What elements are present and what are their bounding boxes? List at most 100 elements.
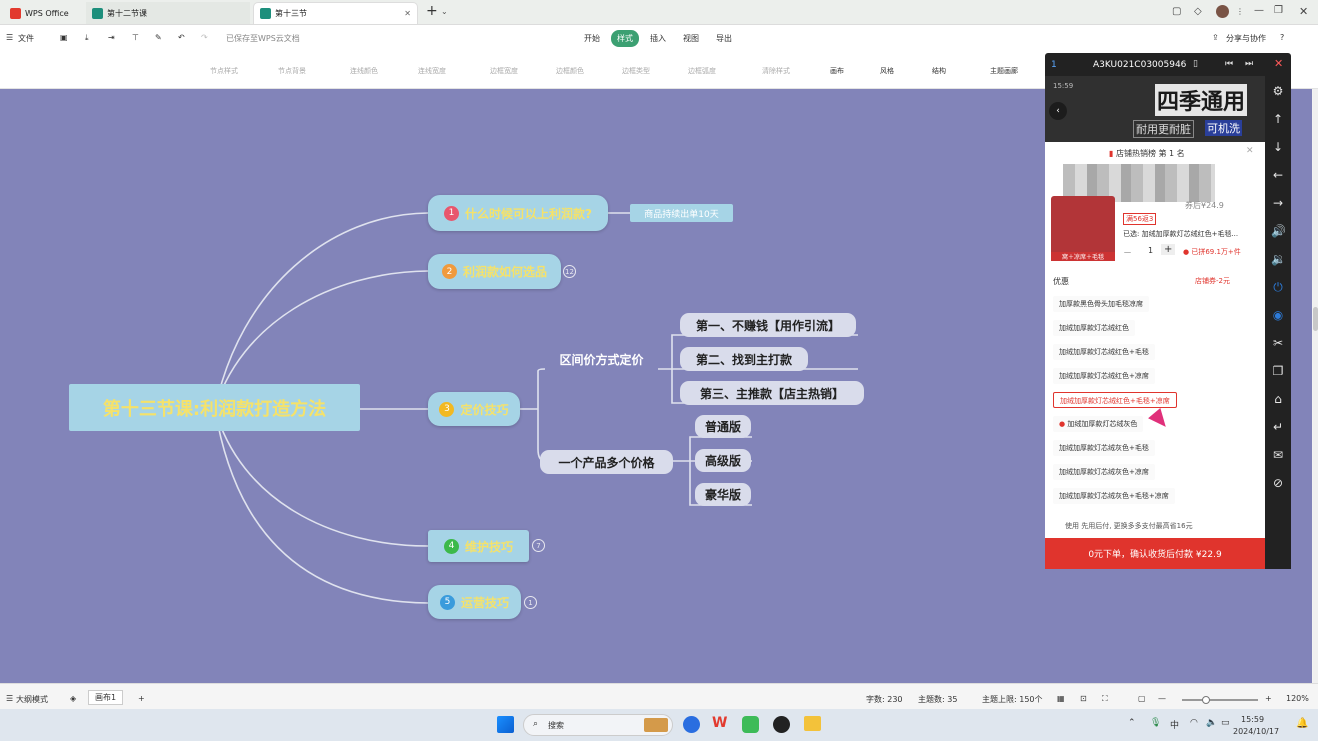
close-tab-icon[interactable]: ✕ — [404, 9, 411, 18]
save-icon[interactable]: ▣ — [60, 33, 68, 42]
arrow-left-icon[interactable]: ← — [1272, 168, 1284, 182]
layers-icon[interactable]: ◈ — [70, 694, 77, 703]
close-panel-icon[interactable]: ✕ — [1274, 57, 1284, 70]
thumbnail-icon[interactable]: ▦ — [1057, 694, 1065, 703]
tab-lesson-12[interactable]: 第十二节课 — [86, 2, 250, 24]
hamburger-icon[interactable]: ☰ — [6, 33, 14, 42]
pay-later-note[interactable]: 使用 先用后付, 更换多多支付最高省16元 — [1065, 522, 1193, 530]
fit-icon[interactable]: ⊡ — [1080, 694, 1087, 703]
branch-node-pricing[interactable]: 3 定价技巧 — [428, 392, 520, 426]
sku-option[interactable]: 加绒加厚款灯芯绒红色+凉席 — [1053, 368, 1155, 384]
download-icon[interactable]: ⤓ — [85, 33, 89, 42]
clock-time[interactable]: 15:59 — [1241, 715, 1265, 724]
structure-button[interactable]: 结构 — [932, 67, 946, 75]
outline-mode-button[interactable]: 大纲模式 — [16, 695, 48, 704]
share-icon[interactable]: ⇪ — [1212, 33, 1219, 42]
notification-icon[interactable]: 🔔 — [1296, 718, 1309, 729]
canvas-tab[interactable]: 画布1 — [88, 690, 124, 705]
chat-icon[interactable]: ✉ — [1272, 448, 1284, 462]
outline-icon[interactable]: ☰ — [6, 694, 14, 703]
phone-screen[interactable]: 15:59 ‹ 四季通用 耐用更耐脏 可机洗 ▮ 店铺热销榜 第 1 名 ✕ 窝… — [1045, 76, 1265, 569]
border-type-button[interactable]: 边框类型 — [622, 67, 650, 75]
pricing-range-node[interactable]: 区间价方式定价 — [545, 347, 658, 371]
format-painter-icon[interactable]: ⊤ — [132, 33, 139, 42]
buy-button[interactable]: 0元下单，确认收货后付款 ¥22.9 — [1045, 538, 1265, 569]
sku-option[interactable]: ● 加绒加厚款灯芯绒灰色 — [1053, 416, 1144, 432]
decrease-qty[interactable]: － — [1123, 249, 1133, 259]
screen-off-icon[interactable]: ⊘ — [1272, 476, 1284, 490]
pricing-item-3[interactable]: 第三、主推款【店主热销】 — [680, 381, 864, 405]
theme-gallery-button[interactable]: 主题画廊 — [990, 67, 1018, 75]
branch-node-when-profit[interactable]: 1 什么时候可以上利润款? — [428, 195, 608, 231]
cube-icon[interactable]: ◇ — [1194, 6, 1202, 17]
menu-view[interactable]: 视图 — [683, 34, 699, 43]
export-icon[interactable]: ⇥ — [108, 33, 115, 42]
window-icon[interactable]: ▢ — [1172, 6, 1182, 17]
settings-icon[interactable]: ⚙ — [1272, 84, 1284, 98]
collapsed-count-badge[interactable]: 12 — [563, 265, 576, 278]
help-icon[interactable]: ? — [1280, 33, 1285, 42]
store-coupon[interactable]: 店铺券-2元 — [1195, 277, 1230, 285]
border-color-button[interactable]: 边框颜色 — [556, 67, 584, 75]
tab-wps-home[interactable]: WPS Office — [4, 2, 82, 24]
wifi-icon[interactable]: ◠ — [1190, 718, 1198, 728]
collapsed-count-badge[interactable]: 7 — [532, 539, 545, 552]
ime-indicator[interactable]: 中 — [1170, 721, 1180, 731]
increase-qty[interactable]: + — [1161, 244, 1176, 255]
new-tab-icon[interactable]: + — [426, 3, 438, 19]
menu-insert[interactable]: 插入 — [650, 34, 666, 43]
folder-icon[interactable] — [804, 716, 821, 731]
undo-icon[interactable]: ↶ — [178, 33, 185, 42]
sku-option[interactable]: 加绒加厚款灯芯绒灰色+凉席 — [1053, 464, 1155, 480]
vertical-scrollbar[interactable] — [1313, 307, 1318, 331]
close-window-icon[interactable]: ✕ — [1299, 5, 1309, 18]
minimize-icon[interactable]: — — [1254, 5, 1264, 16]
close-sheet-icon[interactable]: ✕ — [1246, 146, 1254, 156]
speaker-icon[interactable]: 🔈 — [1206, 718, 1218, 728]
return-icon[interactable]: ↵ — [1272, 420, 1284, 434]
share-button[interactable]: 分享与协作 — [1226, 34, 1266, 43]
node-background-button[interactable]: 节点背景 — [278, 67, 306, 75]
version-advanced[interactable]: 高级版 — [695, 449, 751, 472]
pin-icon[interactable]: ▯ — [1193, 59, 1198, 69]
product-image[interactable]: 窝＋凉席＋毛毯 — [1051, 196, 1115, 261]
zoom-out-icon[interactable]: — — [1158, 694, 1166, 703]
redo-icon[interactable]: ↷ — [201, 33, 208, 42]
vertical-scrollbar-track[interactable] — [1313, 89, 1318, 683]
volume-down-icon[interactable]: 🔉 — [1271, 252, 1286, 266]
sku-option[interactable]: 加绒加厚款灯芯绒灰色+毛毯 — [1053, 440, 1155, 456]
mic-icon[interactable]: 🎙 — [1150, 718, 1162, 728]
branch-node-product-selection[interactable]: 2 利润款如何选品 — [428, 254, 561, 289]
menu-start[interactable]: 开始 — [584, 34, 600, 43]
arrow-right-icon[interactable]: → — [1272, 196, 1284, 210]
sku-option-selected[interactable]: 加绒加厚款灯芯绒红色+毛毯+凉席 — [1053, 392, 1177, 408]
root-node[interactable]: 第十三节课:利润款打造方法 — [69, 384, 360, 431]
line-width-button[interactable]: 连线宽度 — [418, 67, 446, 75]
menu-export[interactable]: 导出 — [716, 34, 732, 43]
arrow-up-icon[interactable]: ↑ — [1272, 112, 1284, 126]
quantity[interactable]: 1 — [1148, 246, 1154, 255]
branch-node-operation[interactable]: 5 运营技巧 — [428, 585, 521, 619]
pricing-item-2[interactable]: 第二、找到主打款 — [680, 347, 808, 371]
branch-node-maintenance[interactable]: 4 维护技巧 — [428, 530, 529, 562]
add-canvas-icon[interactable]: + — [138, 694, 145, 703]
sku-option[interactable]: 加绒加厚款灯芯绒红色+毛毯 — [1053, 344, 1155, 360]
back-icon[interactable]: ‹ — [1049, 102, 1067, 120]
pricing-multi-node[interactable]: 一个产品多个价格 — [540, 450, 673, 474]
browser-icon[interactable] — [683, 716, 700, 733]
chevron-down-icon[interactable]: ⌄ — [441, 7, 448, 16]
play-icon[interactable]: ▢ — [1138, 694, 1146, 703]
power-icon[interactable]: ⏻ — [1273, 280, 1283, 294]
subnode-ten-days[interactable]: 商品持续出单10天 — [630, 204, 733, 222]
scissors-icon[interactable]: ✂ — [1272, 336, 1284, 350]
skip-back-icon[interactable]: ⏮ — [1225, 59, 1234, 69]
sku-option[interactable]: 加绒加厚款灯芯绒红色 — [1053, 320, 1135, 336]
sku-option[interactable]: 加绒加厚款灯芯绒灰色+毛毯+凉席 — [1053, 488, 1175, 504]
more-icon[interactable]: ⋮ — [1236, 7, 1244, 16]
zoom-in-icon[interactable]: + — [1265, 694, 1272, 703]
tab-lesson-13[interactable]: 第十三节 ✕ — [253, 2, 418, 24]
copy-icon[interactable]: ❐ — [1272, 364, 1284, 378]
fullscreen-icon[interactable]: ⛶ — [1102, 694, 1108, 703]
volume-up-icon[interactable]: 🔊 — [1271, 224, 1286, 238]
menu-style[interactable]: 样式 — [611, 30, 639, 47]
